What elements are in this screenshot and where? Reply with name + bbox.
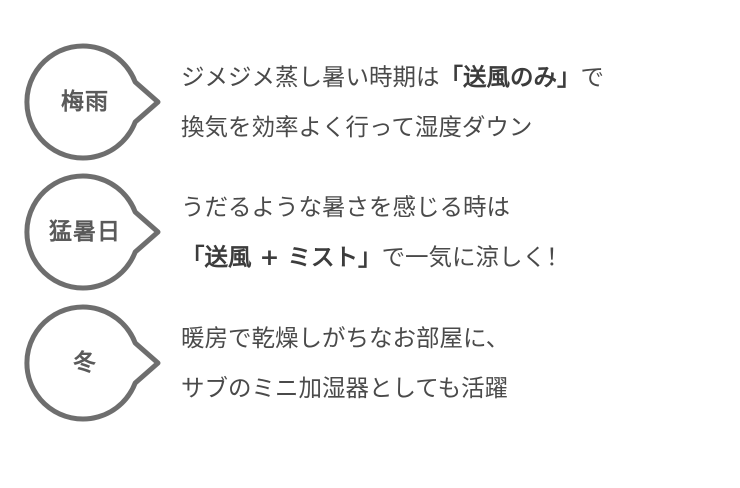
feature-row-tsuyu: 梅雨 ジメジメ蒸し暑い時期は「送風のみ」で 換気を効率よく行って湿度ダウン <box>0 42 740 162</box>
feature-description: ジメジメ蒸し暑い時期は「送風のみ」で 換気を効率よく行って湿度ダウン <box>181 52 721 152</box>
description-line-2: サブのミニ加湿器としても活躍 <box>181 374 509 402</box>
speech-bubble: 猛暑日 <box>20 172 170 292</box>
description-line-2: 「送風 + ミスト」で一気に涼しく！ <box>181 243 570 271</box>
bubble-label: 冬 <box>73 350 97 376</box>
description-line-1: ジメジメ蒸し暑い時期は「送風のみ」で <box>181 63 604 91</box>
highlight-text: 「送風 + ミスト」 <box>181 243 382 271</box>
description-line-1: うだるような暑さを感じる時は <box>181 193 510 221</box>
feature-description: うだるような暑さを感じる時は 「送風 + ミスト」で一気に涼しく！ <box>181 182 721 282</box>
feature-description: 暖房で乾燥しがちなお部屋に、 サブのミニ加湿器としても活躍 <box>181 313 721 413</box>
bubble-label: 梅雨 <box>61 89 109 115</box>
speech-bubble: 冬 <box>20 303 170 423</box>
speech-bubble-icon <box>24 43 161 161</box>
speech-bubble-icon <box>24 304 161 422</box>
feature-row-moushobi: 猛暑日 うだるような暑さを感じる時は 「送風 + ミスト」で一気に涼しく！ <box>0 172 740 292</box>
description-line-1: 暖房で乾燥しがちなお部屋に、 <box>181 324 510 352</box>
feature-row-fuyu: 冬 暖房で乾燥しがちなお部屋に、 サブのミニ加湿器としても活躍 <box>0 303 740 423</box>
speech-bubble-icon <box>24 173 161 291</box>
speech-bubble: 梅雨 <box>20 42 170 162</box>
bubble-label: 猛暑日 <box>49 219 121 245</box>
description-line-2: 換気を効率よく行って湿度ダウン <box>181 113 533 141</box>
highlight-text: 「送風のみ」 <box>439 63 581 91</box>
